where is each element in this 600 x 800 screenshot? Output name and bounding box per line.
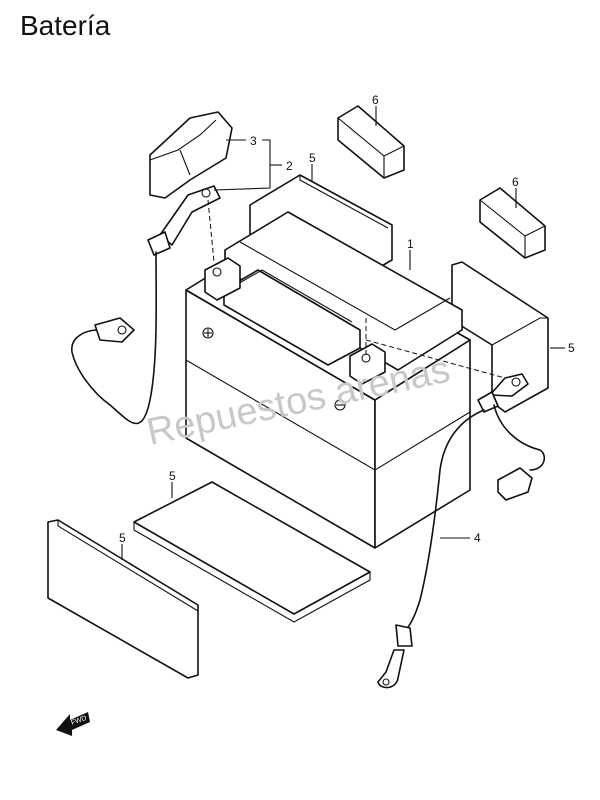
terminal-cover-3 [149,111,233,199]
callout-5-right: 5 [568,341,575,355]
callout-6-left: 6 [372,93,379,107]
callout-5-top: 5 [309,151,316,165]
callout-2: 2 [286,159,293,173]
callout-4: 4 [474,531,481,545]
pad-6-right [479,187,546,259]
pad-5-right [451,261,549,413]
pad-6-left [337,105,405,179]
page-title: Batería [20,10,111,41]
fwd-arrow-icon: FWD [56,712,90,736]
battery-body [185,211,471,549]
pad-5-bottom [133,481,371,623]
cable-4 [365,318,546,689]
leader-lines [121,106,565,560]
callout-1: 1 [407,237,414,251]
callout-6-right: 6 [512,175,519,189]
callout-3: 3 [250,134,257,148]
pad-5-lower-left [47,519,199,679]
callout-5-bottom: 5 [169,469,176,483]
callout-5-lower-left: 5 [119,531,126,545]
cable-2 [71,185,221,425]
